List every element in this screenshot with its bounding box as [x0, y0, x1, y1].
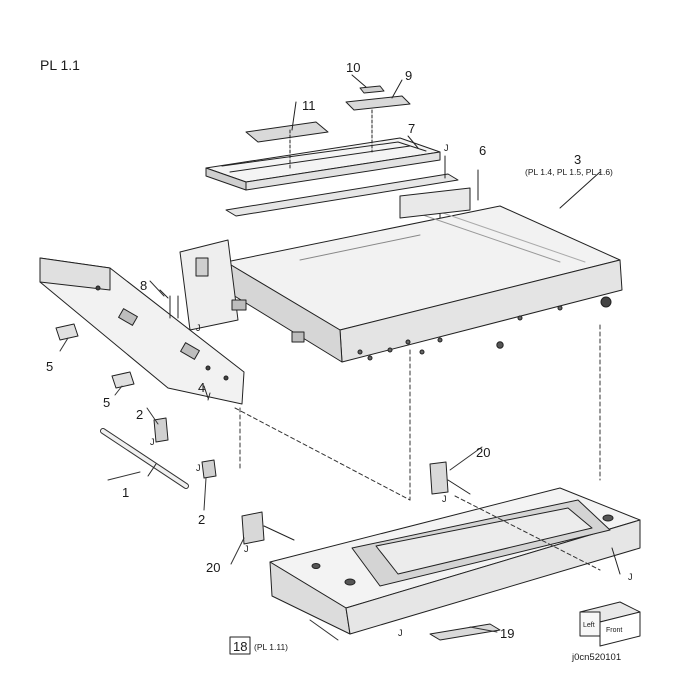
- shaft-1: [100, 428, 189, 489]
- scanner-frame-3: [179, 169, 623, 363]
- part-label-20a: 20: [206, 560, 220, 575]
- label-strip-11: [245, 101, 329, 143]
- figure-code: j0cn520101: [571, 652, 621, 663]
- part-label-2a: 2: [136, 407, 143, 422]
- connector-label: J: [442, 494, 447, 504]
- label-9: [345, 79, 411, 111]
- part-label-10: 10: [346, 60, 360, 75]
- part-label-5a: 5: [46, 359, 53, 374]
- part-label-9: 9: [405, 68, 412, 83]
- connector-label: J: [244, 544, 249, 554]
- part-ref-18: (PL 1.11): [254, 642, 288, 652]
- orientation-cube: [579, 601, 641, 647]
- label-strip-19: [429, 623, 501, 641]
- small-label-10: [351, 74, 385, 94]
- part-label-2b: 2: [198, 512, 205, 527]
- pin-8: [159, 289, 179, 319]
- part-label-8: 8: [140, 278, 147, 293]
- connector-label: J: [444, 143, 449, 153]
- cover-5b: [111, 371, 135, 389]
- part-18-box: [229, 636, 251, 655]
- part-label-1: 1: [122, 485, 129, 500]
- connector-label: J: [628, 572, 633, 582]
- plate-title: PL 1.1: [40, 57, 80, 73]
- connector-label: J: [196, 463, 201, 473]
- part-label-5b: 5: [103, 395, 110, 410]
- leader-lines: [59, 280, 498, 641]
- part-label-4: 4: [198, 380, 205, 395]
- part-label-3: 3: [574, 152, 581, 167]
- connector-label: J: [150, 437, 155, 447]
- assembly-guides: [234, 324, 601, 571]
- hinge-20a: [241, 511, 295, 545]
- side-panel-4: [39, 257, 245, 405]
- orientation-front-label: Front: [606, 627, 622, 634]
- platen-cover-7: [205, 109, 441, 191]
- connector-label: J: [398, 628, 403, 638]
- connector-label: J: [196, 323, 201, 333]
- part-label-20b: 20: [476, 445, 490, 460]
- part-label-19: 19: [500, 626, 514, 641]
- front-cover-18: [269, 487, 641, 635]
- part-label-11: 11: [302, 98, 316, 113]
- part-label-7: 7: [408, 121, 415, 136]
- part-label-6: 6: [479, 143, 486, 158]
- clip-2b: [201, 459, 217, 479]
- part-label-18: 18: [233, 639, 247, 654]
- hinge-20b: [429, 461, 471, 495]
- orientation-left-label: Left: [583, 622, 595, 629]
- cover-5a: [55, 323, 79, 341]
- part-ref-3: (PL 1.4, PL 1.5, PL 1.6): [525, 167, 613, 177]
